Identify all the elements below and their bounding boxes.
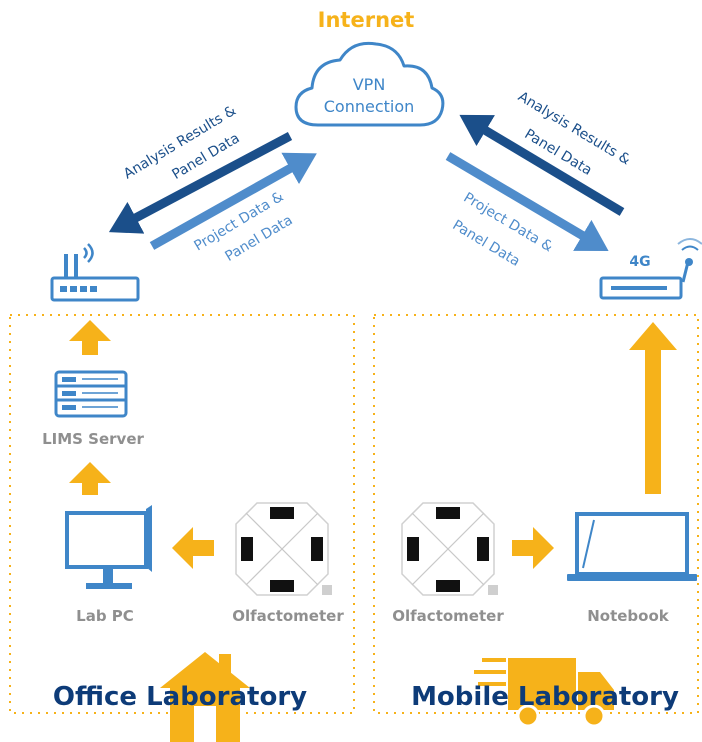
right-upload-arrow xyxy=(459,114,625,216)
olfactometer-icon xyxy=(401,502,498,596)
wifi-router-icon xyxy=(50,243,140,302)
mobile-olfactometer-label: Olfactometer xyxy=(392,607,504,625)
olfactometer-icon xyxy=(235,502,332,596)
4g-label: 4G xyxy=(629,254,650,270)
internet-label: Internet xyxy=(318,8,415,32)
left-upload-arrow xyxy=(108,132,293,234)
4g-router-icon xyxy=(599,238,702,300)
office-lab-title: Office Laboratory xyxy=(53,682,307,712)
office-left-arrow xyxy=(172,527,214,569)
right-download-arrow xyxy=(445,152,609,251)
monitor-icon xyxy=(65,505,152,589)
lims-server-label: LIMS Server xyxy=(42,430,144,448)
cloud-label-line1: VPN xyxy=(353,75,386,94)
mobile-lab-title: Mobile Laboratory xyxy=(411,682,679,712)
server-icon xyxy=(54,370,128,418)
cloud-label-line2: Connection xyxy=(324,97,415,116)
notebook-label: Notebook xyxy=(587,607,670,625)
house-icon xyxy=(160,652,250,742)
office-up-arrow-top xyxy=(69,320,111,355)
mobile-lab-border xyxy=(373,314,699,714)
mobile-up-arrow xyxy=(629,322,677,494)
notebook-icon xyxy=(567,512,697,581)
office-olfactometer-label: Olfactometer xyxy=(232,607,344,625)
vpn-cloud-icon xyxy=(294,41,445,127)
mobile-right-arrow xyxy=(512,527,554,569)
left-download-arrow xyxy=(149,152,317,250)
truck-icon xyxy=(474,658,614,728)
lab-pc-label: Lab PC xyxy=(76,607,134,625)
office-up-arrow-mid xyxy=(69,462,111,495)
